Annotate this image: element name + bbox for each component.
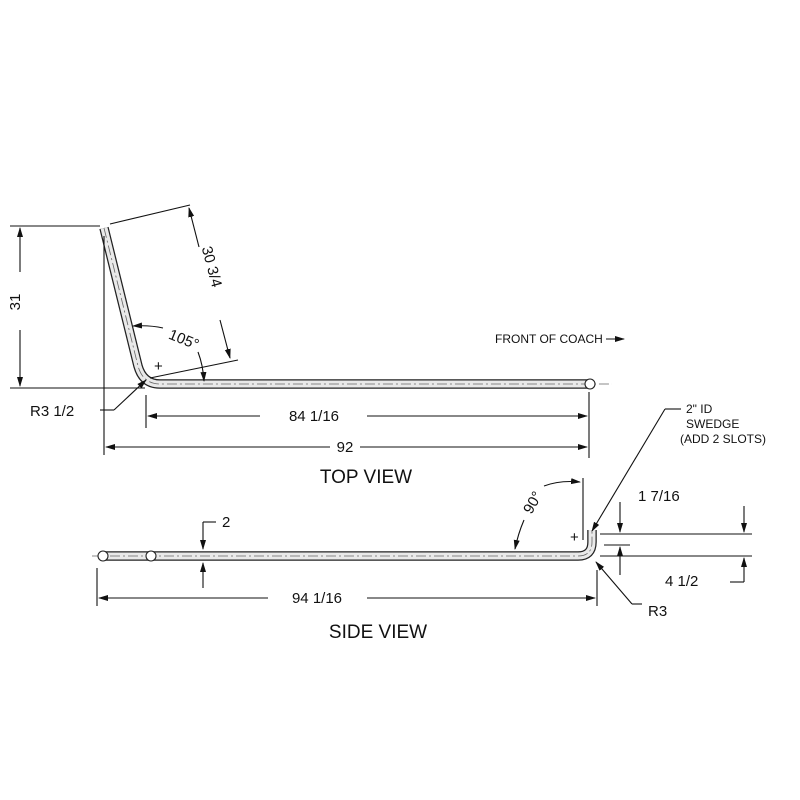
dim-leg-label: 30 3/4 (198, 244, 225, 289)
dim-leg-line-upper (188, 207, 200, 248)
swedge-note-line3: (ADD 2 SLOTS) (680, 432, 766, 446)
side-view-title: SIDE VIEW (329, 622, 427, 643)
top-view-title: TOP VIEW (320, 467, 412, 488)
dim-r3-label: R3 (648, 603, 667, 620)
top-view-tube-fill (100, 227, 590, 388)
dim-leg-ext-top (109, 204, 191, 225)
dim-side-overall-label: 94 1/16 (292, 590, 342, 607)
swedge-leader (591, 408, 666, 532)
top-view-center-mark: + (154, 358, 163, 375)
dim-end2-label: 4 1/2 (665, 573, 698, 590)
side-view-slot-hole (145, 550, 157, 562)
dim-r3-leader (595, 561, 633, 605)
dim-leg-ext-bottom (149, 359, 239, 379)
side-view-centerline (92, 530, 593, 557)
dim-radius-leader (113, 379, 147, 411)
swedge-note-line2: SWEDGE (686, 417, 739, 431)
top-view-end-hole (584, 378, 596, 390)
dim-height-label: 31 (7, 294, 24, 311)
dim-angle-arc-right (197, 351, 207, 382)
dim-overall-label: 92 (337, 439, 354, 456)
swedge-note-line1: 2" ID (686, 402, 713, 416)
top-view: + 31 30 3/4 105° R3 1/2 84 1/16 (7, 204, 625, 488)
dim-end1-label: 1 7/16 (638, 488, 680, 505)
dim-offset-label: 2 (222, 514, 230, 531)
side-view-center-mark: + (570, 529, 579, 546)
top-view-centerline (103, 227, 612, 385)
side-view: + 2 94 1/16 90° 2" ID SWEDGE (ADD 2 SLOT… (92, 402, 766, 643)
top-view-tube (99, 226, 590, 389)
dim-leg-line-lower (219, 319, 231, 359)
dim-angle-arc-left (132, 322, 164, 329)
side-view-end-hole (97, 550, 109, 562)
dim-straight-label: 84 1/16 (289, 408, 339, 425)
dim-right-angle-label: 90° (520, 489, 546, 517)
dim-right-angle-arc-top (543, 478, 581, 487)
dim-right-angle-arc-bottom (513, 519, 525, 550)
dim-angle-label: 105° (166, 326, 201, 353)
front-of-coach-label: FRONT OF COACH (495, 332, 603, 346)
dim-radius-label: R3 1/2 (30, 403, 74, 420)
